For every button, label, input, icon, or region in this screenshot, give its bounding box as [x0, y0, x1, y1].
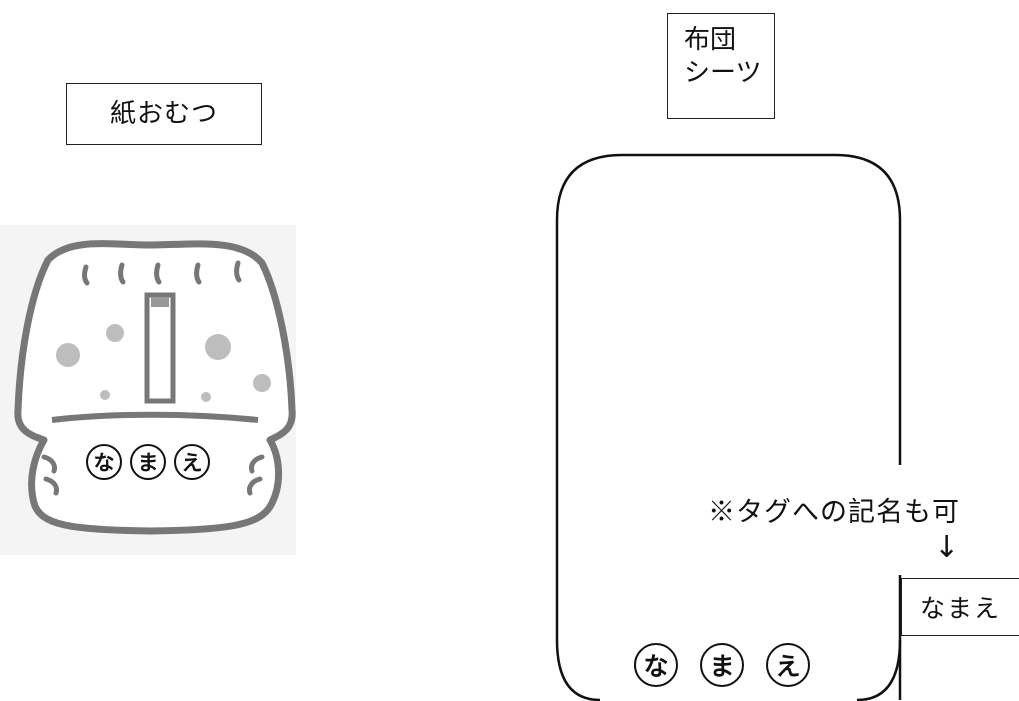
tag-note: ※タグへの記名も可 — [708, 497, 960, 528]
diaper-name-char-2: ま — [130, 444, 166, 480]
futon-name-char-2: ま — [700, 643, 744, 687]
diaper-name-char-3: え — [174, 444, 210, 480]
name-tag: なまえ — [901, 578, 1019, 636]
futon-sheet-rect — [555, 153, 902, 701]
diaper-tape-top — [151, 297, 169, 307]
waistband-gathers — [82, 260, 242, 286]
leg-gathers — [41, 454, 265, 496]
futon-sheet-label: 布団 シーツ — [667, 13, 775, 119]
diaper-title: 紙おむつ — [109, 98, 218, 129]
diaper-name-marks: な ま え — [86, 444, 210, 480]
futon-name-char-1: な — [634, 643, 678, 687]
leg-cuff-line — [51, 411, 259, 423]
futon-title-line2: シーツ — [684, 57, 762, 88]
name-tag-text: なまえ — [919, 594, 1001, 623]
down-arrow-icon: ↓ — [934, 530, 960, 565]
diaper-tape — [144, 292, 176, 404]
futon-name-char-3: え — [766, 643, 810, 687]
diaper-label: 紙おむつ — [66, 83, 262, 145]
futon-name-marks: な ま え — [634, 643, 810, 687]
diaper-illustration — [0, 225, 296, 555]
futon-sheet-corner — [856, 639, 902, 701]
futon-title-line1: 布団 — [684, 25, 737, 55]
flower-pattern — [56, 324, 271, 402]
diaper-name-char-1: な — [86, 444, 122, 480]
